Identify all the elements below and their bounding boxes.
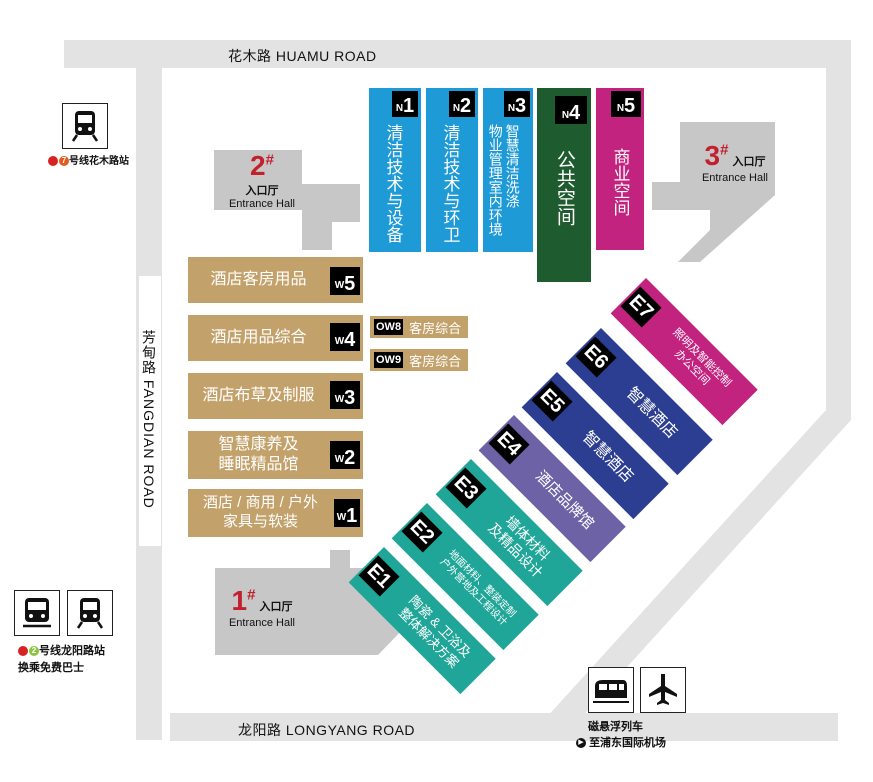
airport-label: ▶ 至浦东国际机场: [576, 734, 666, 750]
hall-ow8-label: 客房综合: [409, 320, 462, 336]
airplane-icon: [640, 667, 686, 713]
maglev-icon: [588, 667, 634, 713]
huamu-road: [64, 40, 851, 68]
entrance-hall-1: 1#入口厅 Entrance Hall: [218, 585, 306, 629]
hall-ow9-prefix: OW: [376, 354, 395, 366]
maglev-label: 磁悬浮列车: [588, 721, 643, 733]
metro-icon-longyang-1: [14, 590, 60, 636]
hall-n2-label: 清洁技术与环卫: [440, 124, 460, 243]
entrance-3-number: 3: [704, 140, 721, 171]
entrance-3-sup: #: [720, 141, 729, 159]
entrance-3-en: Entrance Hall: [701, 172, 769, 184]
hall-ow9-num: 9: [394, 354, 402, 366]
metro-icon-huamu: [62, 103, 108, 149]
metro-logo-icon-2: [18, 646, 28, 657]
metro-logo-icon: [48, 156, 58, 167]
longyang-road-label: 龙阳路 LONGYANG ROAD: [238, 722, 416, 738]
hall-ow9-badge: OW9: [374, 352, 404, 368]
entrance-1-number: 1: [231, 585, 248, 616]
line-2-icon: 2: [29, 646, 39, 657]
longyang-road: [170, 713, 838, 741]
metro-icon-longyang-2: [67, 590, 113, 636]
entrance-1-zh: 入口厅: [259, 601, 293, 613]
hall-ow9-label: 客房综合: [409, 353, 462, 369]
entrance-hall-2: 2# 入口厅 Entrance Hall: [218, 150, 306, 210]
play-icon: ▶: [576, 738, 586, 749]
hall-ow9[interactable]: OW9 客房综合: [370, 349, 468, 371]
entrance-2-number: 2: [250, 150, 266, 181]
line-7-icon: 7: [59, 156, 69, 167]
hall-w5-label: 酒店客房用品: [210, 271, 307, 288]
hall-w1-label: 酒店 / 商用 / 户外 家具与软装: [202, 494, 318, 530]
hall-n3-label: 智慧清洁洗涤 物业管理室内环境: [487, 124, 521, 236]
entrance-2-en: Entrance Hall: [228, 198, 296, 210]
fangdian-road-sign: [139, 276, 161, 546]
shuttle-bus-label: 换乘免费巴士: [18, 662, 84, 674]
airport-name: 至浦东国际机场: [589, 737, 667, 749]
entrance-1-en: Entrance Hall: [228, 617, 296, 629]
hall-n4-label: 公共空间: [553, 150, 575, 226]
hall-n1-label: 清洁技术与设备: [383, 124, 403, 243]
entrance-1-sup: #: [247, 586, 256, 604]
hall-ow8[interactable]: OW8 客房综合: [370, 316, 468, 338]
hall-ow8-num: 8: [394, 321, 402, 333]
longyang-station-name: 号线龙阳路站: [39, 645, 105, 657]
fangdian-road-label: 芳甸路 FANGDIAN ROAD: [141, 330, 157, 509]
entrance-3-zh: 入口厅: [732, 156, 766, 168]
entrance-2-zh: 入口厅: [245, 185, 279, 197]
huamu-station-name: 号线花木路站: [69, 156, 129, 167]
hall-ow8-badge: OW8: [374, 319, 404, 335]
hall-n5-label: 商业空间: [610, 148, 630, 216]
huamu-road-label: 花木路 HUAMU ROAD: [228, 48, 377, 64]
entrance-2-sup: #: [265, 151, 274, 169]
hall-w2-label: 智慧康养及 睡眠精品馆: [218, 436, 299, 473]
hall-ow8-prefix: OW: [376, 321, 395, 333]
hall-w3-label: 酒店布草及制服: [202, 387, 315, 404]
hall-w4-label: 酒店用品综合: [210, 329, 307, 346]
entrance-hall-3: 3#入口厅 Entrance Hall: [690, 140, 780, 184]
